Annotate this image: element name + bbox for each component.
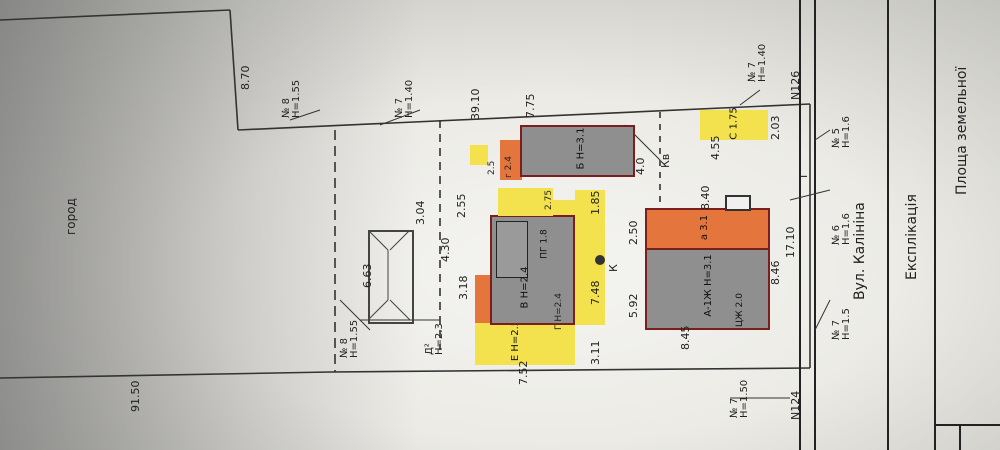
building-a-area: ЦЖ 2.0 [734,293,745,327]
dim-845: 8.45 [679,325,692,351]
dim-255: 2.55 [455,193,468,219]
dim-592: 5.92 [627,293,640,319]
dim-304: 3.04 [414,200,427,226]
building-r [500,140,522,180]
n124-label: N124 [789,390,802,420]
building-g-label: Г H=2.4 [554,293,564,330]
kb-label: Кв [659,153,672,168]
dim-318: 3.18 [457,275,470,301]
dim-752: 7.52 [517,360,530,386]
building-a-main[interactable]: А-1Ж H=3.1 ЦЖ 2.0 [645,248,770,330]
n126-label: N126 [789,70,802,100]
dim-25: 2.5 [487,160,497,175]
dim-455: 4.55 [709,135,722,161]
dim-203: 2.03 [769,115,782,141]
dim-748: 7.48 [589,280,602,306]
garage-outline [368,230,414,324]
building-z [470,145,488,165]
dim-775: 7.75 [524,93,537,119]
garage-hatching [368,230,410,320]
dim-846: 8.46 [769,260,782,286]
building-b[interactable]: Б H=3.1 [520,125,635,177]
building-v-front: В H=2.4 ПГ 1.8 [490,215,575,325]
garden-label: город [64,198,78,235]
gate-icon [725,195,751,211]
dim-1710: 17.10 [784,226,797,259]
dim-250: 2.50 [627,220,640,246]
building-a-main-label: А-1Ж H=3.1 [702,254,714,317]
dim-9150: 91.50 [129,380,142,413]
dim-185: 1.85 [589,190,602,216]
building-c[interactable]: С 1.75 [700,107,768,140]
k-label: К [607,264,620,272]
building-a-label: а 3.1 [699,214,711,241]
i-mid-label: I [797,174,810,178]
building-e-label: Е H=2.5 [510,319,522,362]
building-r-label: г 2.4 [504,156,514,178]
dim-40: 4.0 [634,157,647,176]
well-icon [595,255,605,265]
photo-shadow [0,0,420,450]
dim-840: 8.40 [699,185,712,211]
dim-275: 2.75 [544,189,554,210]
building-e[interactable]: Е H=2.5 [475,319,575,365]
building-pg-text: ПГ 1.8 [539,229,550,259]
dim-663: 6.63 [361,263,374,289]
building-b-label: Б H=3.1 [575,127,587,170]
dim-3910: 39.10 [469,88,482,121]
street-label: Вул. Калініна [852,202,868,300]
area-label: Площа земельної [954,66,970,195]
building-v-text: В H=2.4 [519,266,531,309]
building-orange-small [475,275,493,323]
building-a[interactable]: а 3.1 [645,208,770,250]
dim-870: 8.70 [239,65,252,91]
building-c-label: С 1.75 [728,107,740,140]
explication-label: Експлікація [904,194,920,280]
building-pg-box [496,221,528,278]
building-d [498,188,553,216]
dim-311: 3.11 [589,340,602,366]
dim-430: 4.30 [439,237,452,263]
building-zh-yard [575,190,605,225]
